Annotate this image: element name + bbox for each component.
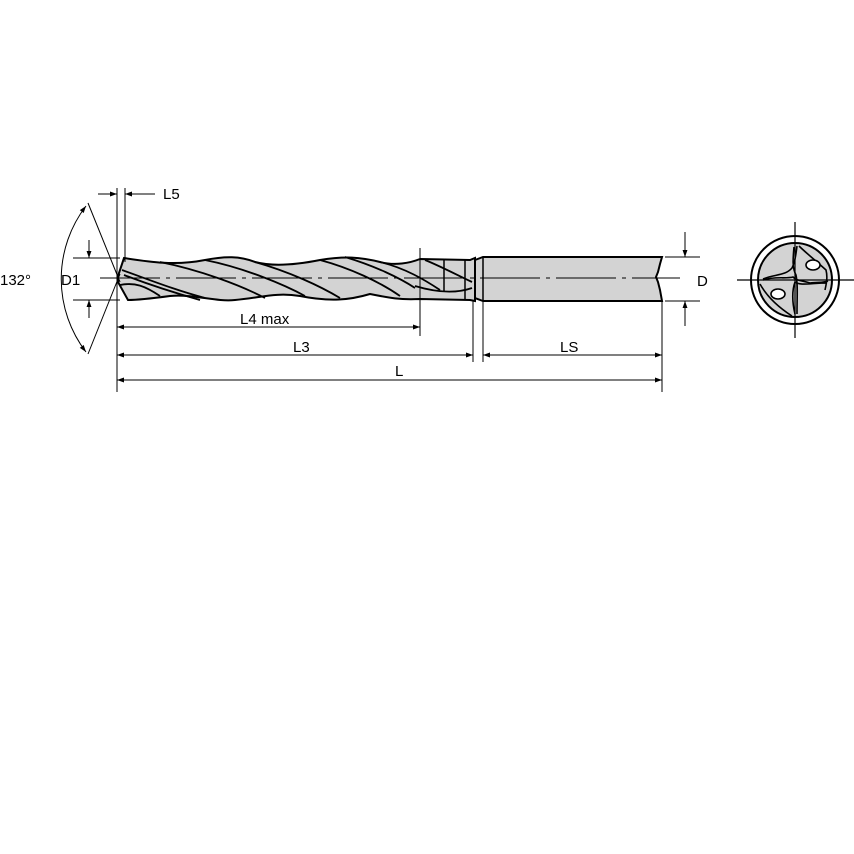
drill-side-view bbox=[100, 256, 680, 303]
coolant-hole-icon bbox=[805, 259, 821, 271]
label-point-angle: 132° bbox=[0, 272, 31, 289]
label-l4-max: L4 max bbox=[240, 311, 290, 328]
label-l5: L5 bbox=[163, 186, 180, 203]
label-ls: LS bbox=[560, 339, 578, 356]
label-l3: L3 bbox=[293, 339, 310, 356]
label-l: L bbox=[395, 363, 403, 380]
drill-end-view bbox=[737, 222, 854, 338]
drill-fluted-body bbox=[117, 256, 476, 303]
coolant-hole-icon bbox=[770, 288, 786, 300]
dimensions bbox=[60, 188, 700, 392]
label-d: D bbox=[697, 273, 708, 290]
drill-shank bbox=[474, 256, 664, 302]
label-d1: D1 bbox=[61, 272, 80, 289]
